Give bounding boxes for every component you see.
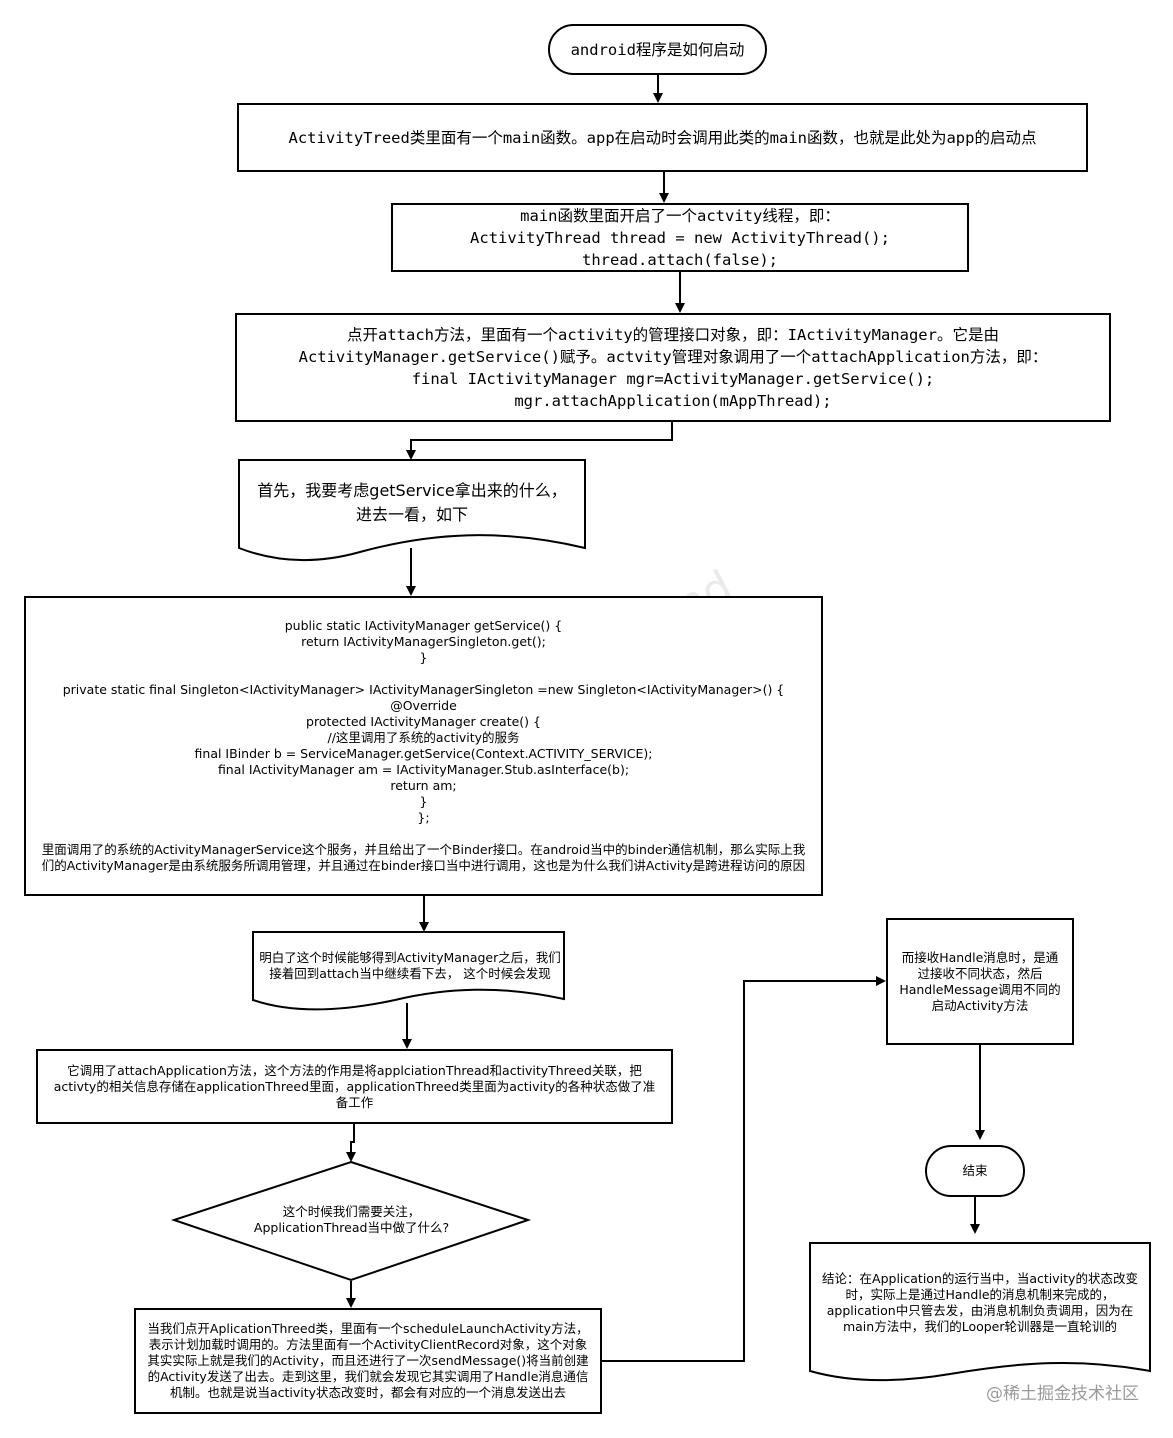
code-node-text: public static IActivityManager getServic… — [41, 618, 806, 873]
step1-node[interactable]: ActivityTreed类里面有一个main函数。app在启动时会调用此类的m… — [237, 103, 1088, 172]
step6-node-text: 而接收Handle消息时，是通过接收不同状态，然后HandleMessage调用… — [899, 949, 1061, 1013]
start-node[interactable]: android程序是如何启动 — [548, 24, 767, 75]
step5-node-text: 当我们点开AplicationThreed类，里面有一个scheduleLaun… — [147, 1321, 589, 1400]
edge-step4-decision — [346, 1124, 356, 1162]
end-node[interactable]: 结束 — [925, 1145, 1025, 1197]
step5-node[interactable]: 当我们点开AplicationThreed类，里面有一个scheduleLaun… — [134, 1308, 602, 1414]
doc2-node[interactable]: 明白了这个时候能够得到ActivityManager之后，我们接着回到attac… — [255, 944, 565, 988]
start-node-text: android程序是如何启动 — [570, 40, 745, 59]
code-node[interactable]: public static IActivityManager getServic… — [24, 596, 823, 896]
conclusion-shape — [809, 1242, 1151, 1382]
step1-node-text: ActivityTreed类里面有一个main函数。app在启动时会调用此类的m… — [288, 128, 1037, 147]
footer-watermark: @稀土掘金技术社区 — [986, 1384, 1139, 1404]
end-node-text: 结束 — [962, 1163, 988, 1178]
edge-step5-step6 — [602, 976, 886, 1362]
doc1-node-text: 首先，我要考虑getService拿出来的什么， 进去一看，如下 — [257, 481, 567, 524]
step2-node-text: main函数里面开启了一个actvity线程，即： ActivityThread… — [470, 206, 890, 269]
step2-node[interactable]: main函数里面开启了一个actvity线程，即： ActivityThread… — [391, 203, 969, 272]
doc2-shape — [252, 931, 565, 1011]
step6-node[interactable]: 而接收Handle消息时，是通过接收不同状态，然后HandleMessage调用… — [886, 918, 1074, 1045]
decision-node[interactable]: 这个时候我们需要关注， ApplicationThread当中做了什么? — [224, 1200, 479, 1240]
decision-shape — [170, 1160, 532, 1282]
doc2-node-text: 明白了这个时候能够得到ActivityManager之后，我们接着回到attac… — [259, 950, 561, 981]
conclusion-node[interactable]: 结论：在Application的运行当中，当activity的状态改变时，实际上… — [812, 1256, 1148, 1350]
conclusion-node-text: 结论：在Application的运行当中，当activity的状态改变时，实际上… — [822, 1271, 1138, 1334]
decision-node-text: 这个时候我们需要关注， ApplicationThread当中做了什么? — [253, 1204, 450, 1235]
edge-step3-doc1 — [406, 422, 673, 460]
doc1-node[interactable]: 首先，我要考虑getService拿出来的什么， 进去一看，如下 — [239, 470, 585, 536]
step4-node[interactable]: 它调用了attachApplication方法，这个方法的作用是将applcia… — [36, 1049, 673, 1124]
step3-node-text: 点开attach方法，里面有一个activity的管理接口对象，即：IActiv… — [298, 325, 1048, 410]
doc1-shape — [238, 459, 586, 562]
step4-node-text: 它调用了attachApplication方法，这个方法的作用是将applcia… — [53, 1062, 656, 1110]
step3-node[interactable]: 点开attach方法，里面有一个activity的管理接口对象，即：IActiv… — [235, 313, 1111, 422]
